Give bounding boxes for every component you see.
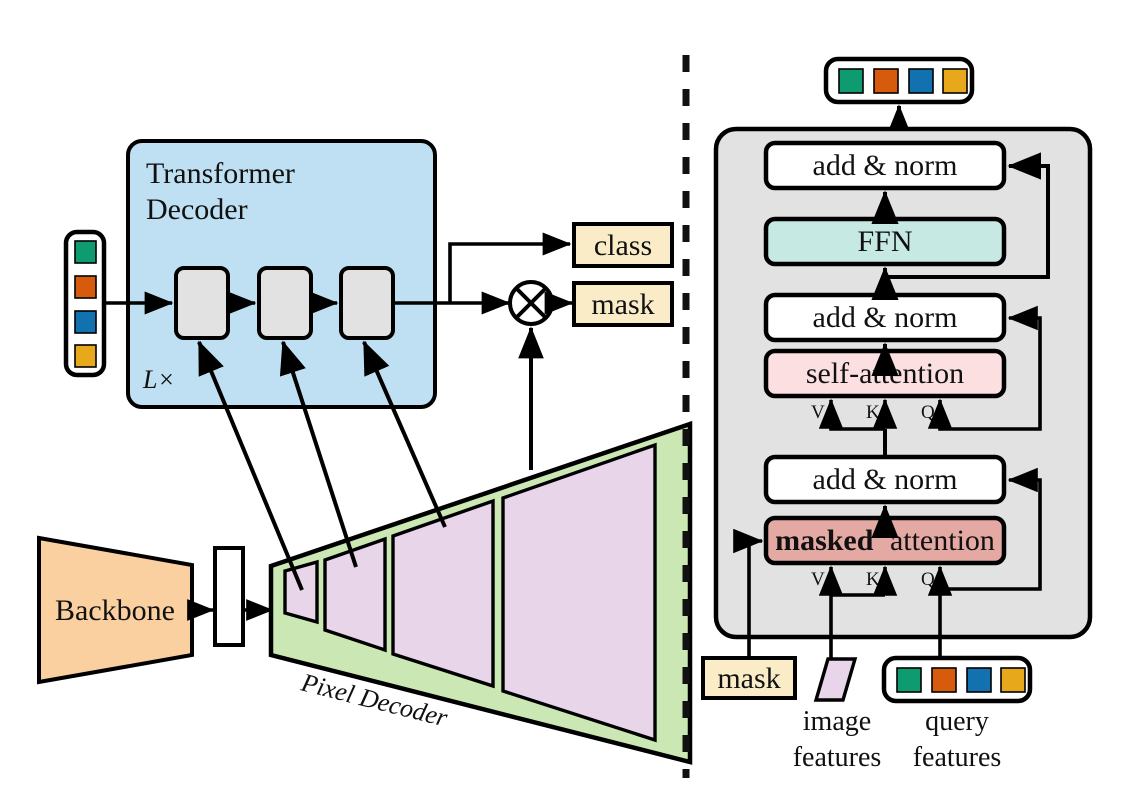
block-self-attention-label: self-attention [806, 357, 964, 390]
input-query-features: query features [881, 655, 1033, 773]
masked-attention-suffix: attention [890, 524, 995, 557]
input-image-features-label-line2: features [793, 742, 882, 773]
output-token-2 [908, 68, 934, 94]
backbone-connector-box [213, 546, 245, 647]
input-query-token-1 [931, 667, 957, 693]
feature-map-3 [391, 498, 495, 689]
wire-selfatt-q-residual [938, 305, 1042, 431]
feature-map-4 [501, 442, 657, 743]
masked-attention-bold-prefix: masked [775, 524, 874, 557]
block-masked-attention-label: masked attention [775, 524, 995, 557]
feature-map-1 [283, 559, 319, 625]
input-query-features-label-line2: features [913, 742, 1002, 773]
block-self-attention: self-attention [763, 348, 1007, 399]
transformer-decoder-title-line1: Transformer [146, 157, 295, 190]
input-query-token-3 [1000, 667, 1026, 693]
block-masked-attention: masked attention [763, 515, 1007, 566]
wire-mask-to-maskedatt [733, 528, 764, 663]
input-mask-box: mask [701, 656, 797, 700]
output-token-0 [838, 68, 864, 94]
output-mask-label: mask [591, 288, 654, 321]
residual-ffn [885, 152, 1050, 279]
query-token-2 [74, 310, 97, 334]
decoder-layer-3 [339, 266, 395, 340]
feature-map-2 [323, 536, 387, 653]
input-query-token-2 [966, 667, 992, 693]
input-image-features: image features [793, 657, 882, 773]
self-attention-input-q: Q [921, 402, 935, 423]
masked-attention-input-q: Q [921, 569, 935, 590]
output-class-label: class [594, 229, 652, 262]
block-ffn: FFN [763, 216, 1007, 267]
input-image-features-label-line1: image [803, 706, 871, 737]
query-token-1 [74, 275, 97, 299]
query-token-0 [74, 240, 97, 264]
block-add-norm-bottom: add & norm [763, 454, 1007, 505]
wire-selfatt-vk-join [829, 422, 885, 431]
right-panel: add & norm FFN add & norm self-attention… [701, 56, 1093, 773]
input-query-token-0 [896, 667, 922, 693]
masked-attention-input-v: V [811, 569, 825, 590]
repeat-label: L× [142, 365, 175, 394]
wire-fm2-to-layer2 [279, 340, 358, 568]
masked-attention-input-k: K [866, 569, 880, 590]
wire-maskedatt-q-residual [940, 467, 1042, 591]
wire-fm1-to-layer1 [197, 340, 304, 591]
pixel-decoder-shape: Pixel Decoder [268, 420, 693, 765]
multiply-operator [508, 280, 554, 326]
block-add-norm-bottom-label: add & norm [813, 463, 958, 496]
block-add-norm-middle-label: add & norm [813, 301, 958, 334]
self-attention-input-v: V [811, 402, 825, 423]
wire-fm3-to-layer3 [362, 340, 447, 528]
output-token-1 [873, 68, 899, 94]
backbone-label: Backbone [55, 594, 175, 627]
input-mask-label: mask [717, 662, 780, 695]
block-ffn-label: FFN [857, 225, 912, 258]
block-add-norm-middle: add & norm [763, 292, 1007, 343]
query-token-3 [74, 344, 97, 368]
output-class-box: class [572, 222, 674, 268]
output-query-features [823, 56, 975, 105]
block-add-norm-top-label: add & norm [813, 149, 958, 182]
query-features-strip-left [63, 229, 107, 378]
decoder-layer-1 [174, 266, 230, 340]
block-add-norm-top: add & norm [763, 140, 1007, 191]
input-query-features-label-line1: query [925, 706, 989, 737]
decoder-layer-2 [257, 266, 313, 340]
backbone-shape: Backbone [37, 535, 194, 685]
output-token-3 [942, 68, 968, 94]
transformer-decoder-title-line2: Decoder [146, 193, 248, 226]
output-mask-box: mask [572, 281, 674, 327]
left-panel: Transformer Decoder L× [37, 139, 693, 765]
wire-to-class [448, 232, 572, 303]
self-attention-input-k: K [866, 402, 880, 423]
